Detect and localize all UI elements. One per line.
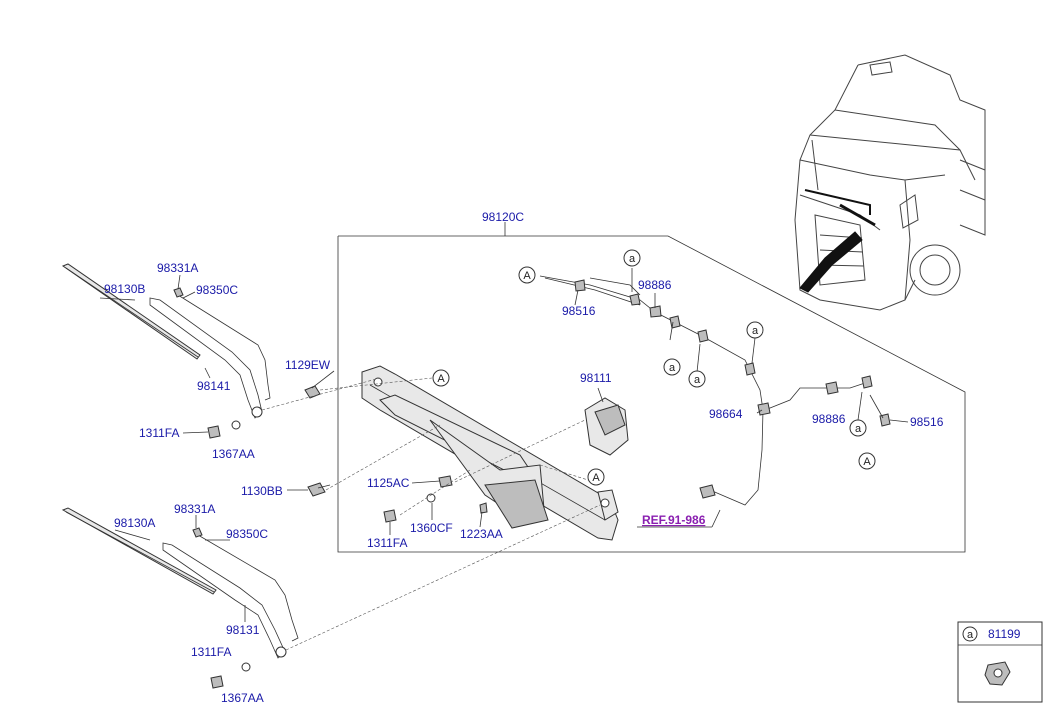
svg-text:a: a	[855, 423, 862, 435]
svg-text:a: a	[752, 325, 759, 337]
label-1125AC[interactable]: 1125AC	[367, 476, 410, 490]
label-98141[interactable]: 98141	[197, 379, 231, 393]
callout-a-3[interactable]: a	[663, 358, 681, 376]
callout-a-5[interactable]: a	[849, 419, 867, 437]
label-98130A[interactable]: 98130A	[114, 516, 155, 530]
label-98331A-top[interactable]: 98331A	[157, 261, 198, 275]
lower-wiper-assembly	[61, 507, 299, 659]
legend-box: a 81199	[957, 621, 1043, 703]
label-98350C-bottom[interactable]: 98350C	[226, 527, 268, 541]
callout-A-3[interactable]: A	[587, 468, 605, 486]
label-98886-top[interactable]: 98886	[638, 278, 672, 292]
label-98350C-top[interactable]: 98350C	[196, 283, 238, 297]
part-labels: 98120C 98331A 98130B 98350C 98141 1129EW…	[104, 210, 944, 705]
label-98111[interactable]: 98111	[580, 371, 612, 385]
callout-A-1[interactable]: A	[518, 266, 536, 284]
label-98664[interactable]: 98664	[709, 407, 743, 421]
svg-text:a: a	[967, 629, 974, 641]
washer-hoses	[539, 268, 891, 506]
svg-text:a: a	[669, 362, 676, 374]
svg-text:A: A	[863, 456, 871, 468]
reference-link[interactable]: REF.91-986	[642, 513, 706, 527]
label-1311FA-mid[interactable]: 1311FA	[367, 536, 407, 550]
callout-circles: A a a a a A A a	[432, 249, 876, 486]
label-1223AA[interactable]: 1223AA	[460, 527, 503, 541]
label-98516-top[interactable]: 98516	[562, 304, 596, 318]
svg-text:a: a	[694, 374, 701, 386]
label-1360CF[interactable]: 1360CF	[410, 521, 453, 535]
callout-a-1[interactable]: a	[623, 249, 641, 267]
svg-text:A: A	[523, 270, 531, 282]
label-1367AA-top[interactable]: 1367AA	[212, 447, 255, 461]
dashed-leaders	[261, 377, 601, 651]
label-81199[interactable]: 81199	[988, 627, 1021, 641]
svg-text:a: a	[629, 253, 636, 265]
clip-icon	[984, 661, 1011, 686]
callout-a-2[interactable]: a	[746, 321, 764, 339]
label-leaders	[182, 289, 909, 535]
label-1129EW[interactable]: 1129EW	[285, 358, 331, 372]
wiper-linkage	[361, 365, 629, 541]
svg-text:A: A	[592, 472, 600, 484]
label-98120C[interactable]: 98120C	[482, 210, 524, 224]
label-98130B[interactable]: 98130B	[104, 282, 145, 296]
label-1130BB[interactable]: 1130BB	[241, 484, 283, 498]
callout-a-4[interactable]: a	[688, 370, 706, 388]
label-1311FA-bottom[interactable]: 1311FA	[191, 645, 231, 659]
label-1311FA-left[interactable]: 1311FA	[139, 426, 179, 440]
label-98331A-bottom[interactable]: 98331A	[174, 502, 215, 516]
label-1367AA-bottom[interactable]: 1367AA	[221, 691, 264, 705]
label-98886-right[interactable]: 98886	[812, 412, 846, 426]
legend-callout-a[interactable]: a	[962, 626, 978, 642]
svg-text:A: A	[437, 373, 445, 385]
callout-A-4[interactable]: A	[858, 452, 876, 470]
upper-wiper-assembly	[61, 263, 271, 419]
label-98131[interactable]: 98131	[226, 623, 260, 637]
label-98516-right[interactable]: 98516	[910, 415, 944, 429]
callout-A-2[interactable]: A	[432, 369, 450, 387]
assembly-frame	[337, 222, 966, 553]
truck-illustration	[794, 54, 986, 311]
